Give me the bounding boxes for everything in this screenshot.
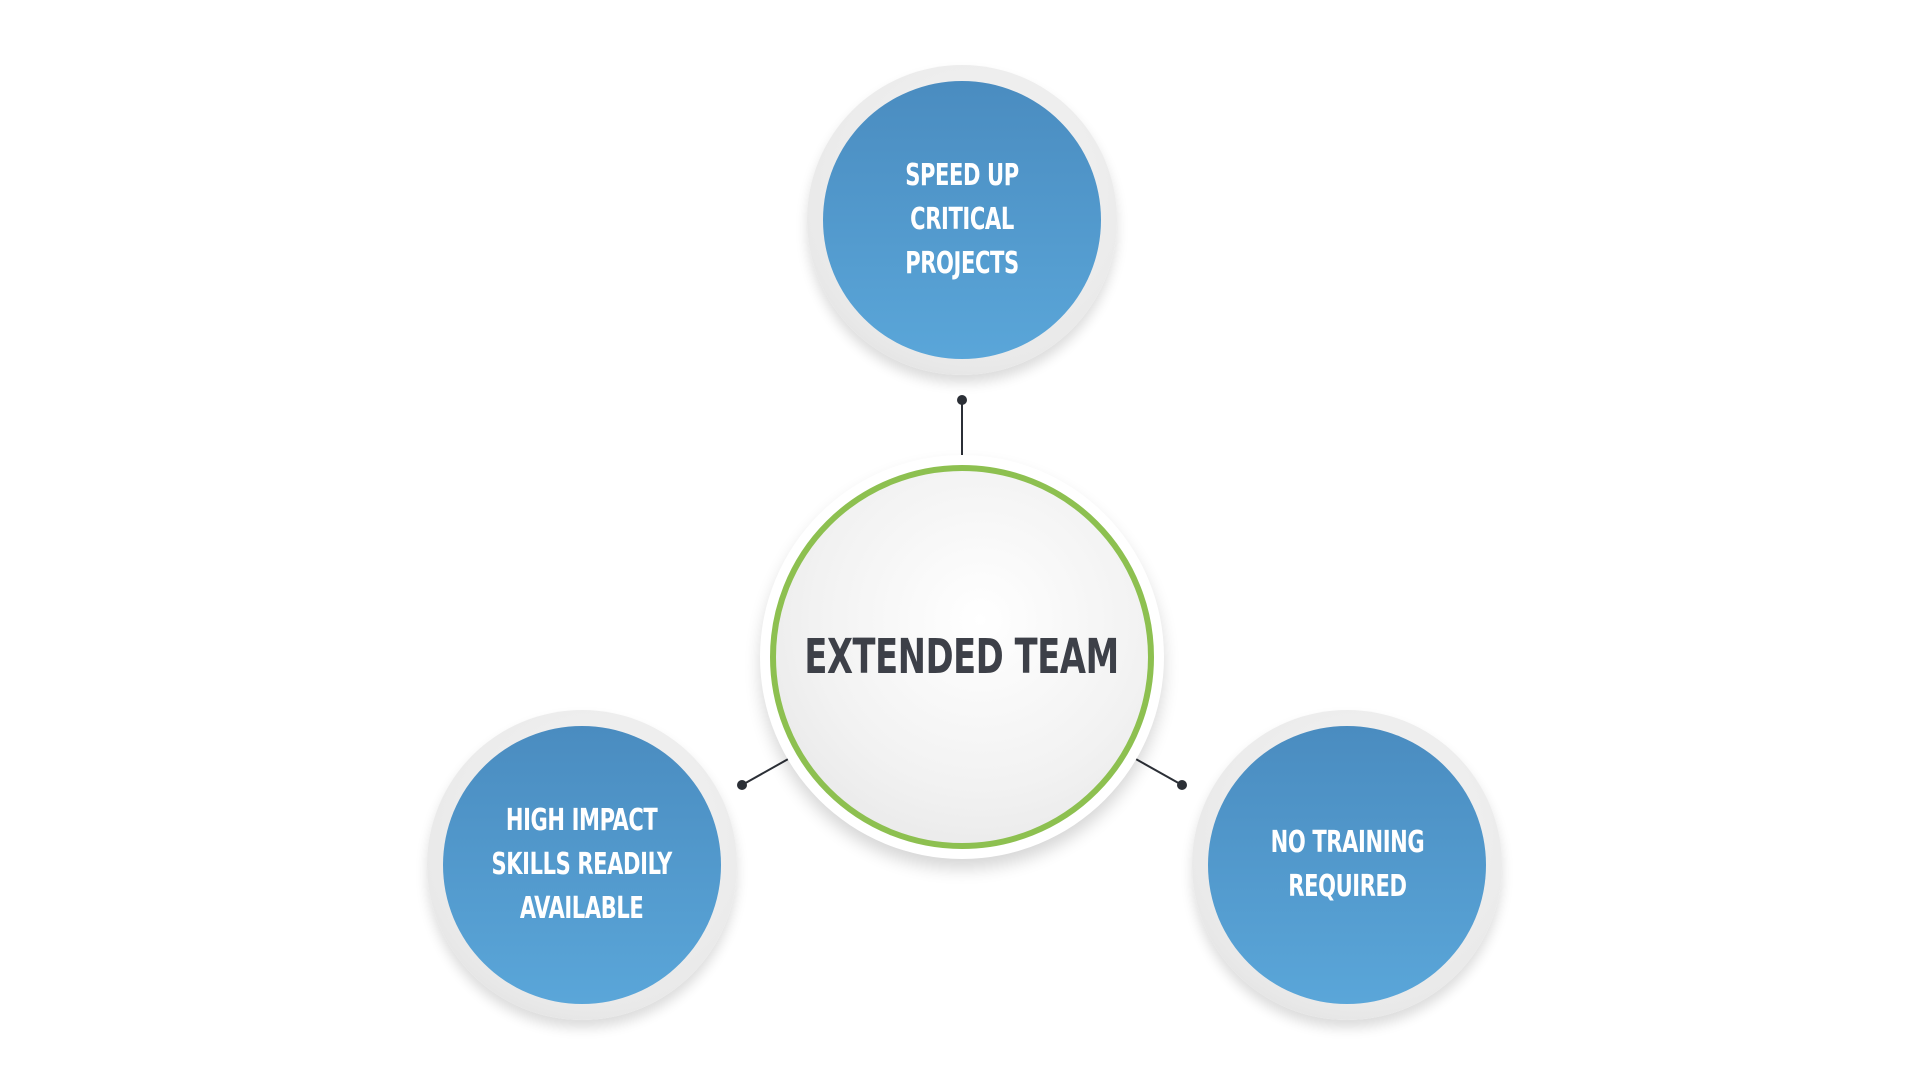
node-left: HIGH IMPACT SKILLS READILY AVAILABLE [427, 710, 737, 1020]
connector-top-dot [957, 395, 967, 405]
node-top-circle: SPEED UP CRITICAL PROJECTS [823, 81, 1101, 359]
connector-left-dot [737, 780, 747, 790]
connector-right-dot [1177, 780, 1187, 790]
node-left-circle: HIGH IMPACT SKILLS READILY AVAILABLE [443, 726, 721, 1004]
node-top: SPEED UP CRITICAL PROJECTS [807, 65, 1117, 375]
center-node-ring: EXTENDED TEAM [770, 465, 1154, 849]
node-left-label: HIGH IMPACT SKILLS READILY AVAILABLE [491, 803, 673, 926]
node-top-label: SPEED UP CRITICAL PROJECTS [905, 158, 1019, 281]
node-right-label: NO TRAINING REQUIRED [1270, 825, 1424, 904]
connector-left [741, 757, 791, 786]
center-node-label: EXTENDED TEAM [804, 629, 1120, 685]
connector-right [1133, 757, 1183, 786]
node-right-circle: NO TRAINING REQUIRED [1208, 726, 1486, 1004]
center-node: EXTENDED TEAM [760, 455, 1164, 859]
node-right: NO TRAINING REQUIRED [1192, 710, 1502, 1020]
